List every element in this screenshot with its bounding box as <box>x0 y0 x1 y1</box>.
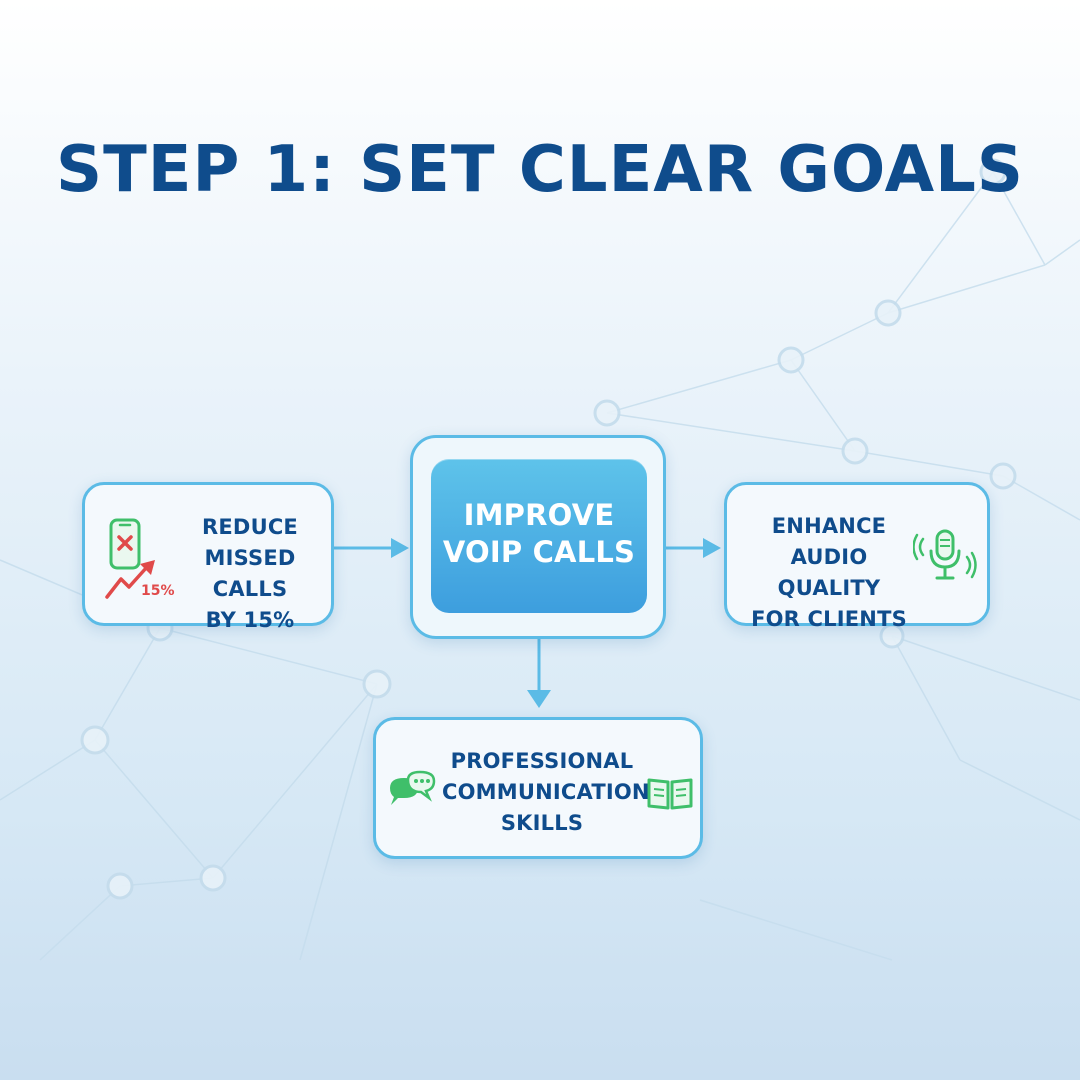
goal-text-line: BY 15% <box>205 608 295 632</box>
goal-text-line: REDUCE <box>202 515 298 539</box>
goal-text: REDUCE MISSED CALLS BY 15% <box>167 512 333 636</box>
main-goal-text: IMPROVE VOIP CALLS <box>431 497 647 571</box>
goal-text-line: SKILLS <box>500 811 584 835</box>
arrowhead-center-to-bottom <box>527 690 551 708</box>
goal-text: ENHANCE AUDIO QUALITY FOR CLIENTS <box>737 511 921 635</box>
goal-text: PROFESSIONAL COMMUNICATION SKILLS <box>442 746 650 839</box>
main-goal-line: VOIP CALLS <box>442 535 636 569</box>
microphone-icon <box>913 529 977 580</box>
open-book-icon <box>647 778 693 810</box>
goal-card-reduce-missed-calls: 15% REDUCE MISSED CALLS BY 15% <box>82 482 334 632</box>
goal-text-line: COMMUNICATION <box>442 780 650 804</box>
goal-text-line: MISSED CALLS <box>204 546 296 601</box>
arrowhead-left-to-center <box>391 538 409 558</box>
main-goal-card: IMPROVE VOIP CALLS <box>410 435 666 639</box>
phone-missed-icon <box>109 518 141 570</box>
goal-card-communication-skills: PROFESSIONAL COMMUNICATION SKILLS <box>373 717 703 859</box>
main-goal-line: IMPROVE <box>463 498 615 532</box>
goal-text-line: FOR CLIENTS <box>751 607 907 631</box>
goal-text-line: AUDIO QUALITY <box>777 545 881 600</box>
chat-bubbles-icon <box>390 770 436 805</box>
goal-text-line: ENHANCE <box>771 514 887 538</box>
goal-text-line: PROFESSIONAL <box>450 749 634 773</box>
trend-up-arrow-icon <box>105 560 155 599</box>
goal-card-enhance-audio: ENHANCE AUDIO QUALITY FOR CLIENTS <box>724 482 990 631</box>
arrowhead-center-to-right <box>703 538 721 558</box>
page-title: STEP 1: SET CLEAR GOALS <box>56 133 1024 207</box>
percent-badge: 15% <box>141 583 175 599</box>
main-goal-panel: IMPROVE VOIP CALLS <box>431 459 647 613</box>
